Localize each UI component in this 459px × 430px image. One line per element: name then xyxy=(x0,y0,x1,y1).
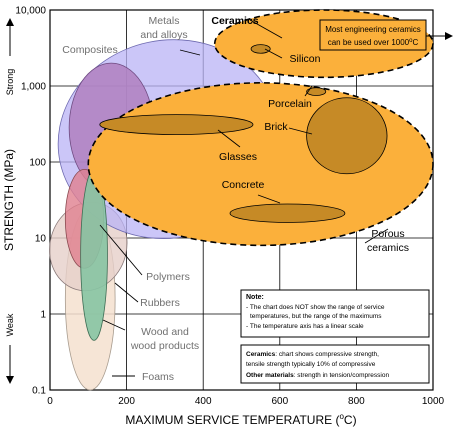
y-tick-label: 10,000 xyxy=(15,6,46,17)
footnote-ceramics-line1: Ceramics: chart shows compressive streng… xyxy=(246,351,379,358)
footnote-box-frame xyxy=(240,344,430,384)
label-rubbers: Rubbers xyxy=(140,297,180,309)
x-tick-label: 0 xyxy=(47,396,53,407)
ceramics-callout-line2: can be used over 1000oC xyxy=(328,38,419,47)
leader-porous xyxy=(364,228,389,244)
x-tick-label: 600 xyxy=(271,396,288,407)
region-labels: Foams Wood and wood products Rubbers Polymer… xyxy=(62,15,409,383)
leader-ceramics xyxy=(249,19,283,39)
ceramics-callout: Most engineering ceramics can be used ov… xyxy=(319,19,453,51)
y-axis-label: STRENGTH (MPa) xyxy=(2,149,16,251)
x-tick-label: 400 xyxy=(195,396,212,407)
leader-silicon xyxy=(264,48,283,59)
label-metals: and alloys xyxy=(140,29,187,41)
note-box: Note: - The chart does NOT show the rang… xyxy=(240,289,430,338)
footnote-ceramics-line2: tensile strength typically 10% of compre… xyxy=(246,361,376,368)
label-concrete: Concrete xyxy=(222,179,265,191)
y-tick-label: 1 xyxy=(40,310,46,321)
note-line-1: - The chart does NOT show the range of s… xyxy=(246,304,385,311)
label-polymers: Polymers xyxy=(146,271,190,283)
region-concrete xyxy=(229,203,346,223)
note-line-2: temperatures, but the range of the maxim… xyxy=(250,313,382,320)
label-glasses: Glasses xyxy=(219,151,257,163)
leader-brick xyxy=(288,127,313,135)
x-axis-label: MAXIMUM SERVICE TEMPERATURE (oC) xyxy=(125,412,356,427)
label-metals: Metals xyxy=(149,15,180,27)
x-tick-label: 800 xyxy=(348,396,365,407)
note-title: Note: xyxy=(246,294,264,301)
label-porous-ceramics: ceramics xyxy=(367,242,409,254)
region-silicon xyxy=(250,44,271,54)
label-wood: Wood and xyxy=(141,326,189,338)
ceramics-callout-box xyxy=(319,19,427,51)
leader-lines xyxy=(99,19,389,377)
leader-rubbers xyxy=(114,282,139,303)
y-tick-label: 0.1 xyxy=(32,386,46,397)
label-ceramics: Ceramics xyxy=(211,15,258,27)
label-wood: wood products xyxy=(130,340,199,352)
leader-metals xyxy=(179,49,201,56)
note-line-3: - The temperature axis has a linear scal… xyxy=(246,323,364,330)
material-regions xyxy=(49,9,434,391)
y-tick-label: 1,000 xyxy=(21,82,46,93)
label-foams: Foams xyxy=(142,371,174,383)
x-tick-label: 1000 xyxy=(422,396,445,407)
region-glasses xyxy=(99,114,254,135)
y-axis-weak-label: Weak xyxy=(5,313,15,336)
label-brick: Brick xyxy=(264,121,288,133)
label-porcelain: Porcelain xyxy=(268,98,312,110)
ceramics-callout-line1: Most engineering ceramics xyxy=(325,25,421,34)
leader-wood xyxy=(102,319,126,331)
label-silicon: Silicon xyxy=(290,53,321,65)
note-box-frame xyxy=(240,289,430,338)
leader-porcelain xyxy=(304,85,313,97)
y-tick-label: 10 xyxy=(35,234,47,245)
y-axis-strong-label: Strong xyxy=(5,69,15,96)
footnote-other-line: Other materials: strength in tension/com… xyxy=(246,372,389,379)
footnote-box: Ceramics: chart shows compressive streng… xyxy=(240,344,430,384)
label-composites: Composites xyxy=(62,44,117,56)
label-porous-ceramics: Porous xyxy=(371,228,404,240)
leader-concrete xyxy=(257,194,281,204)
x-tick-label: 200 xyxy=(118,396,135,407)
axis-ticks: 0 200 400 600 800 1000 0.1 1 10 100 1,000 10,000 xyxy=(15,6,444,408)
leader-glasses xyxy=(217,129,241,148)
region-porcelain xyxy=(306,87,327,96)
region-brick xyxy=(306,97,388,175)
y-tick-label: 100 xyxy=(29,158,46,169)
leader-polymers xyxy=(99,224,143,276)
